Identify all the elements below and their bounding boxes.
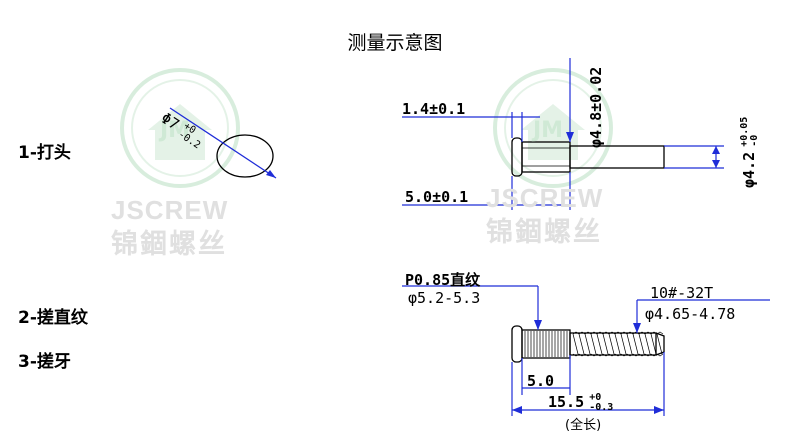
thread-line xyxy=(614,333,621,355)
thread-crest-bottom xyxy=(638,353,646,357)
thread-crest-bottom xyxy=(608,353,616,357)
screw-total-tol-upper: +0 xyxy=(589,391,602,403)
thread-crest-bottom xyxy=(626,353,634,357)
screw-thread-diameter: φ4.65-4.78 xyxy=(645,305,736,323)
thread-crest-top xyxy=(626,331,634,335)
thread-line xyxy=(584,333,591,355)
thread-crest-top xyxy=(614,331,622,335)
pin-small-tol-upper: +0.05 xyxy=(738,116,750,147)
pin-small-tol-lower: -0 xyxy=(748,134,760,147)
pin-small-diameter: φ4.2 xyxy=(740,151,758,188)
step-label-1: 1-打头 xyxy=(18,143,71,163)
thread-crest-top xyxy=(638,331,646,335)
thread-crest-top xyxy=(608,331,616,335)
head-disc xyxy=(169,107,277,179)
pin-dimension-lines xyxy=(402,58,724,210)
screw-thread-spec: 10#-32T xyxy=(650,284,714,302)
thread-line xyxy=(638,333,645,355)
screw-total-length-group: 15.5 +0 -0.3 xyxy=(548,392,613,413)
thread-crest-top xyxy=(596,331,604,335)
thread-crest-bottom xyxy=(656,353,664,357)
thread-lines xyxy=(572,331,664,357)
screw-knurl-diameter: φ5.2-5.3 xyxy=(408,289,481,307)
thread-line xyxy=(608,333,615,355)
page-title: 测量示意图 xyxy=(347,32,443,54)
watermark-logo-right xyxy=(493,68,613,188)
thread-line xyxy=(590,333,597,355)
thread-line xyxy=(578,333,585,355)
thread-line xyxy=(656,333,663,355)
thread-crest-top xyxy=(644,331,652,335)
thread-line xyxy=(602,333,609,355)
watermark-logo-left xyxy=(120,68,240,188)
step-label-2: 2-搓直纹 xyxy=(18,308,88,328)
thread-crest-bottom xyxy=(590,353,598,357)
thread-line xyxy=(572,333,579,355)
thread-crest-top xyxy=(590,331,598,335)
thread-crest-top xyxy=(602,331,610,335)
knurl-lines xyxy=(524,331,568,357)
thread-crest-bottom xyxy=(614,353,622,357)
thread-crest-bottom xyxy=(596,353,604,357)
thread-crest-bottom xyxy=(602,353,610,357)
watermark-brand-en-left: JSCREW xyxy=(111,195,229,225)
screw-total-note: (全长) xyxy=(565,418,602,433)
screw-knurl-pitch: P0.85直纹 xyxy=(405,271,481,289)
thread-crest-bottom xyxy=(572,353,580,357)
thread-line xyxy=(650,333,657,355)
watermark-logo-letters-left: JM xyxy=(160,118,191,143)
step-label-3: 3-搓牙 xyxy=(18,352,71,372)
thread-crest-bottom xyxy=(644,353,652,357)
thread-line xyxy=(596,333,603,355)
watermark-brand-cn-right: 锦錮螺丝 xyxy=(486,217,602,248)
watermark-logo-letters-right: JM xyxy=(533,118,564,143)
thread-crest-bottom xyxy=(650,353,658,357)
thread-line xyxy=(626,333,633,355)
screw-total-length: 15.5 xyxy=(548,393,585,411)
thread-crest-bottom xyxy=(632,353,640,357)
pin-drawing xyxy=(511,137,665,177)
watermark-brand-en-right: JSCREW xyxy=(486,183,604,213)
thread-crest-top xyxy=(572,331,580,335)
screw-total-tol-lower: -0.3 xyxy=(589,401,614,413)
screw-knurl-length: 5.0 xyxy=(527,372,555,390)
thread-crest-top xyxy=(650,331,658,335)
thread-crest-bottom xyxy=(584,353,592,357)
pin-head-thickness: 1.4±0.1 xyxy=(402,100,466,118)
thread-crest-top xyxy=(632,331,640,335)
pin-large-diameter: φ4.8±0.02 xyxy=(587,66,605,148)
thread-crest-top xyxy=(620,331,628,335)
thread-line xyxy=(632,333,639,355)
thread-line xyxy=(644,333,651,355)
pin-small-diameter-group: φ4.2 +0.05 -0 xyxy=(739,117,760,188)
thread-crest-top xyxy=(584,331,592,335)
thread-crest-bottom xyxy=(620,353,628,357)
thread-crest-top xyxy=(656,331,664,335)
thread-line xyxy=(620,333,627,355)
thread-crest-bottom xyxy=(578,353,586,357)
thread-crest-top xyxy=(578,331,586,335)
screw-dimension-lines xyxy=(402,285,770,416)
pin-length: 5.0±0.1 xyxy=(405,188,469,206)
watermark-brand-cn-left: 锦錮螺丝 xyxy=(111,229,227,260)
